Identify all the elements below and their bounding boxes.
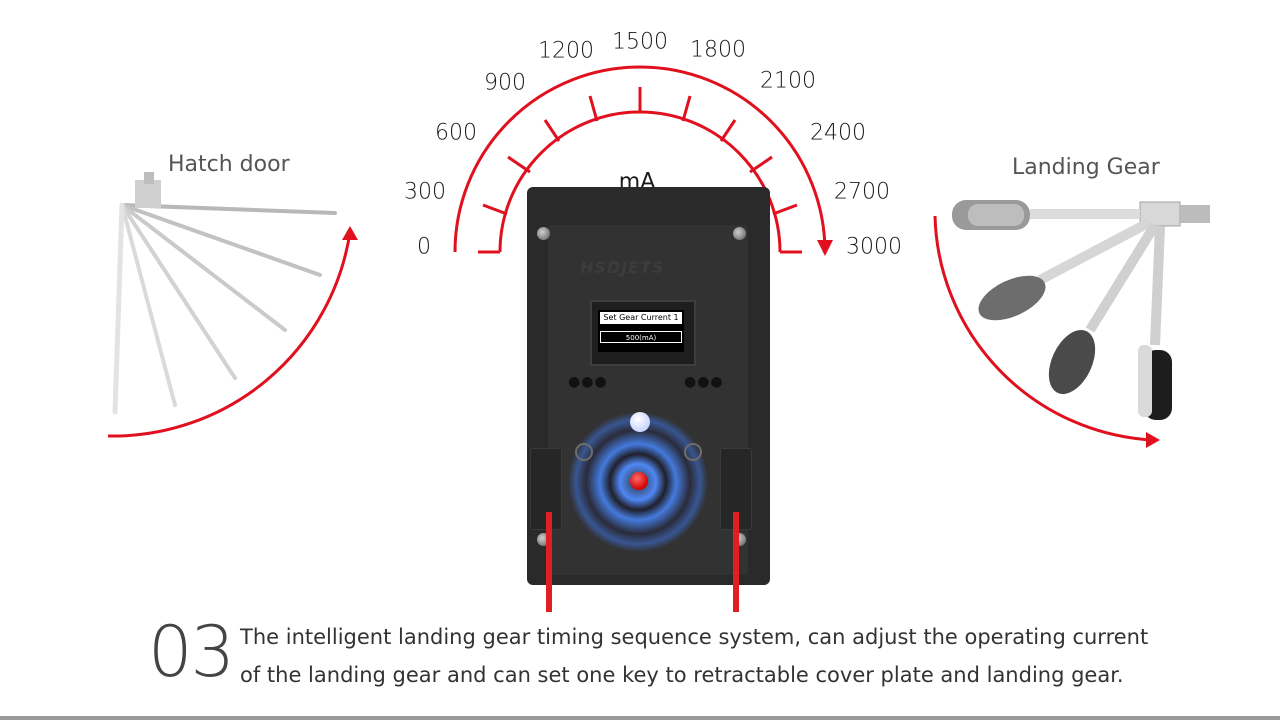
- hatch-arrow-head: [342, 226, 358, 240]
- screw-top-left: [537, 227, 550, 240]
- wire-right: [733, 512, 739, 612]
- hatch-door-illustration: [112, 172, 337, 415]
- landing-gear-title: Landing Gear: [1012, 155, 1160, 180]
- landing-gear-arc: [933, 215, 1153, 442]
- scale-tick-1500: 1500: [612, 29, 668, 55]
- vent-dots-left: ●●●: [568, 374, 608, 390]
- brand-logo: HSDJETS: [580, 258, 665, 277]
- wire-left: [546, 512, 552, 612]
- one-key-button[interactable]: [630, 472, 648, 490]
- screen-title: Set Gear Current 1: [600, 312, 682, 324]
- hatch-door-arc: [107, 231, 352, 438]
- bottom-divider: [0, 716, 1280, 720]
- hatch-door-title: Hatch door: [168, 152, 290, 177]
- description-text: The intelligent landing gear timing sequ…: [240, 618, 1220, 694]
- gauge-arrow-head: [817, 240, 833, 256]
- gauge-outer-arc: [453, 65, 827, 253]
- ring-button-right[interactable]: [684, 443, 702, 461]
- scale-tick-0: 0: [417, 234, 431, 260]
- vent-dots-right: ●●●: [684, 374, 724, 390]
- step-number: 03: [148, 611, 235, 693]
- screen-value: 500(mA): [600, 331, 682, 343]
- scale-tick-300: 300: [404, 179, 446, 205]
- gauge-ticks: [482, 87, 798, 216]
- landing-gear-illustration: [952, 200, 1210, 420]
- screw-top-right: [733, 227, 746, 240]
- scale-tick-2400: 2400: [810, 120, 866, 146]
- landing-gear-arrow-head: [1146, 432, 1160, 448]
- scale-tick-2100: 2100: [760, 68, 816, 94]
- ring-button-left[interactable]: [575, 443, 593, 461]
- caption-line-1: The intelligent landing gear timing sequ…: [240, 625, 1149, 649]
- scale-tick-3000: 3000: [846, 234, 902, 260]
- caption-line-2: of the landing gear and can set one key …: [240, 663, 1124, 687]
- scale-tick-1800: 1800: [690, 37, 746, 63]
- scale-tick-1200: 1200: [538, 38, 594, 64]
- scale-tick-2700: 2700: [834, 179, 890, 205]
- status-led: [630, 412, 650, 432]
- scale-tick-900: 900: [484, 70, 526, 96]
- scale-tick-600: 600: [435, 120, 477, 146]
